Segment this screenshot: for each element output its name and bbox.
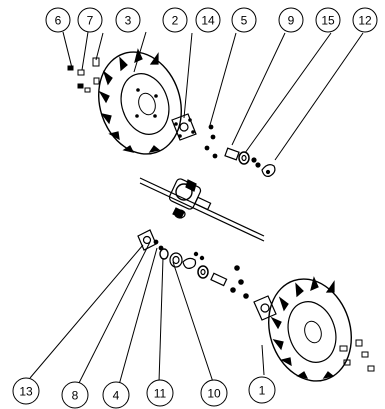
- callout-4-label: 4: [113, 389, 120, 403]
- bolts-upper-left: [67, 57, 100, 93]
- callout-11-label: 11: [154, 387, 167, 401]
- callout-9-label: 9: [288, 14, 295, 28]
- callout-8-label: 8: [72, 389, 79, 403]
- callout-1-label: 1: [259, 384, 266, 398]
- shaft-parts-lower: [153, 239, 249, 299]
- callout-6: 6: [45, 7, 71, 33]
- leader-lines-top: [62, 31, 364, 161]
- callout-14-label: 14: [201, 14, 215, 28]
- callout-9: 9: [278, 7, 304, 33]
- callout-8: 8: [61, 381, 89, 409]
- callout-13: 13: [12, 377, 40, 405]
- callout-15: 15: [315, 7, 341, 33]
- callouts-top: 6 7 3 2 14 5 9 15: [45, 7, 378, 33]
- bolts-lower-right: [339, 339, 375, 372]
- hub-plate-lower-right: [253, 295, 277, 321]
- callout-12-label: 12: [358, 14, 372, 28]
- hub-flange-upper: [171, 113, 197, 141]
- callout-12: 12: [352, 7, 378, 33]
- callout-10: 10: [200, 379, 228, 407]
- callout-2-label: 2: [172, 14, 179, 28]
- callout-3: 3: [115, 7, 141, 33]
- leader-lines-bottom: [29, 241, 265, 386]
- shaft-parts-upper: [224, 147, 276, 177]
- callout-2: 2: [162, 7, 188, 33]
- callout-10-label: 10: [207, 387, 221, 401]
- callout-3-label: 3: [125, 14, 132, 28]
- callout-13-label: 13: [19, 385, 33, 399]
- callout-4: 4: [102, 381, 130, 409]
- callout-14: 14: [195, 7, 221, 33]
- wheel-top-left: [98, 48, 182, 155]
- wheel-bottom-right: [268, 276, 352, 382]
- callout-7: 7: [77, 7, 103, 33]
- callout-5: 5: [231, 7, 257, 33]
- callout-5-label: 5: [241, 14, 248, 28]
- callouts-bottom: 13 8 4 11 10 1: [12, 376, 276, 409]
- callout-1: 1: [248, 376, 276, 404]
- callout-6-label: 6: [55, 14, 62, 28]
- callout-7-label: 7: [87, 14, 94, 28]
- callout-11: 11: [146, 379, 174, 407]
- axle-assembly: [139, 177, 265, 242]
- callout-15-label: 15: [321, 14, 335, 28]
- nuts-upper: [204, 124, 218, 159]
